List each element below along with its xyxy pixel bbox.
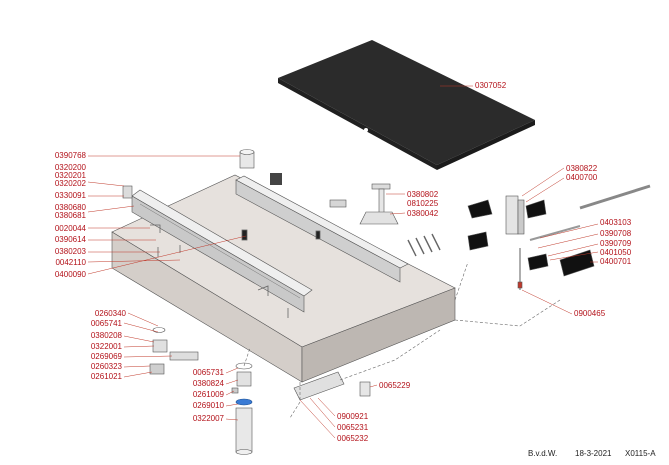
footer-author: B.v.d.W. — [528, 449, 558, 458]
left-rail-part — [131, 189, 313, 313]
part-label-0900921: 0900921 — [337, 412, 369, 421]
part-label-0269069: 0269069 — [90, 352, 122, 361]
part-label-0260323: 0260323 — [90, 362, 122, 371]
cylinder-cap-part — [239, 149, 255, 169]
part-label-0401050: 0401050 — [600, 248, 632, 257]
part-label-0390614: 0390614 — [54, 235, 86, 244]
footer-date: 18-3-2021 — [575, 449, 612, 458]
part-label-0042110: 0042110 — [55, 258, 86, 267]
part-label-0320200: 0320200 — [54, 163, 86, 172]
part-label-0322001: 0322001 — [90, 342, 122, 351]
part-label-0403103: 0403103 — [600, 218, 632, 227]
part-label-0400701: 0400701 — [600, 257, 632, 266]
part-label-0380203: 0380203 — [54, 247, 86, 256]
part-label-0065741: 0065741 — [90, 319, 122, 328]
part-label-0065231: 0065231 — [337, 423, 369, 432]
leader-lines — [87, 85, 599, 439]
part-label-0330091: 0330091 — [54, 191, 86, 200]
black-mat-part — [278, 40, 535, 170]
part-label-0269010: 0269010 — [192, 401, 224, 410]
part-label-0380822: 0380822 — [566, 164, 598, 173]
part-label-0380042: 0380042 — [407, 209, 439, 218]
part-label-0261021: 0261021 — [90, 372, 122, 381]
part-label-0390768: 0390768 — [54, 151, 86, 160]
part-label-0320202: 0320202 — [54, 179, 86, 188]
part-label-0380681: 0380681 — [54, 211, 86, 220]
part-label-0810225: 0810225 — [407, 199, 439, 208]
bracket-part — [122, 185, 133, 199]
lower-tube-part — [293, 371, 371, 401]
part-label-0065232: 0065232 — [337, 434, 369, 443]
part-label-0261009: 0261009 — [192, 390, 224, 399]
part-label-0390709: 0390709 — [600, 239, 632, 248]
assembly-lines — [243, 261, 561, 419]
part-label-0900465: 0900465 — [574, 309, 606, 318]
screws-part — [407, 233, 441, 257]
handle-assembly-part — [329, 183, 399, 225]
lower-center-column — [231, 362, 253, 455]
part-label-0380680: 0380680 — [54, 203, 86, 212]
part-label-0020044: 0020044 — [54, 224, 86, 233]
part-label-0390708: 0390708 — [600, 229, 632, 238]
part-label-0260340: 0260340 — [94, 309, 126, 318]
part-label-0065731: 0065731 — [192, 368, 224, 377]
tray-fittings — [150, 224, 321, 318]
part-label-0380208: 0380208 — [90, 331, 122, 340]
footer-drawing-number: X0115-A — [625, 449, 656, 458]
part-label-0320201: 0320201 — [54, 171, 86, 180]
part-label-0380824: 0380824 — [192, 379, 224, 388]
tray-body-part — [111, 174, 456, 383]
part-label-0380802: 0380802 — [407, 190, 439, 199]
part-label-0322007: 0322007 — [192, 414, 224, 423]
right-hinge-assembly — [467, 184, 651, 290]
part-label-0400090: 0400090 — [54, 270, 86, 279]
part-label-0400700: 0400700 — [566, 173, 598, 182]
part-label-0065229: 0065229 — [379, 381, 411, 390]
part-label-0307052: 0307052 — [475, 81, 507, 90]
